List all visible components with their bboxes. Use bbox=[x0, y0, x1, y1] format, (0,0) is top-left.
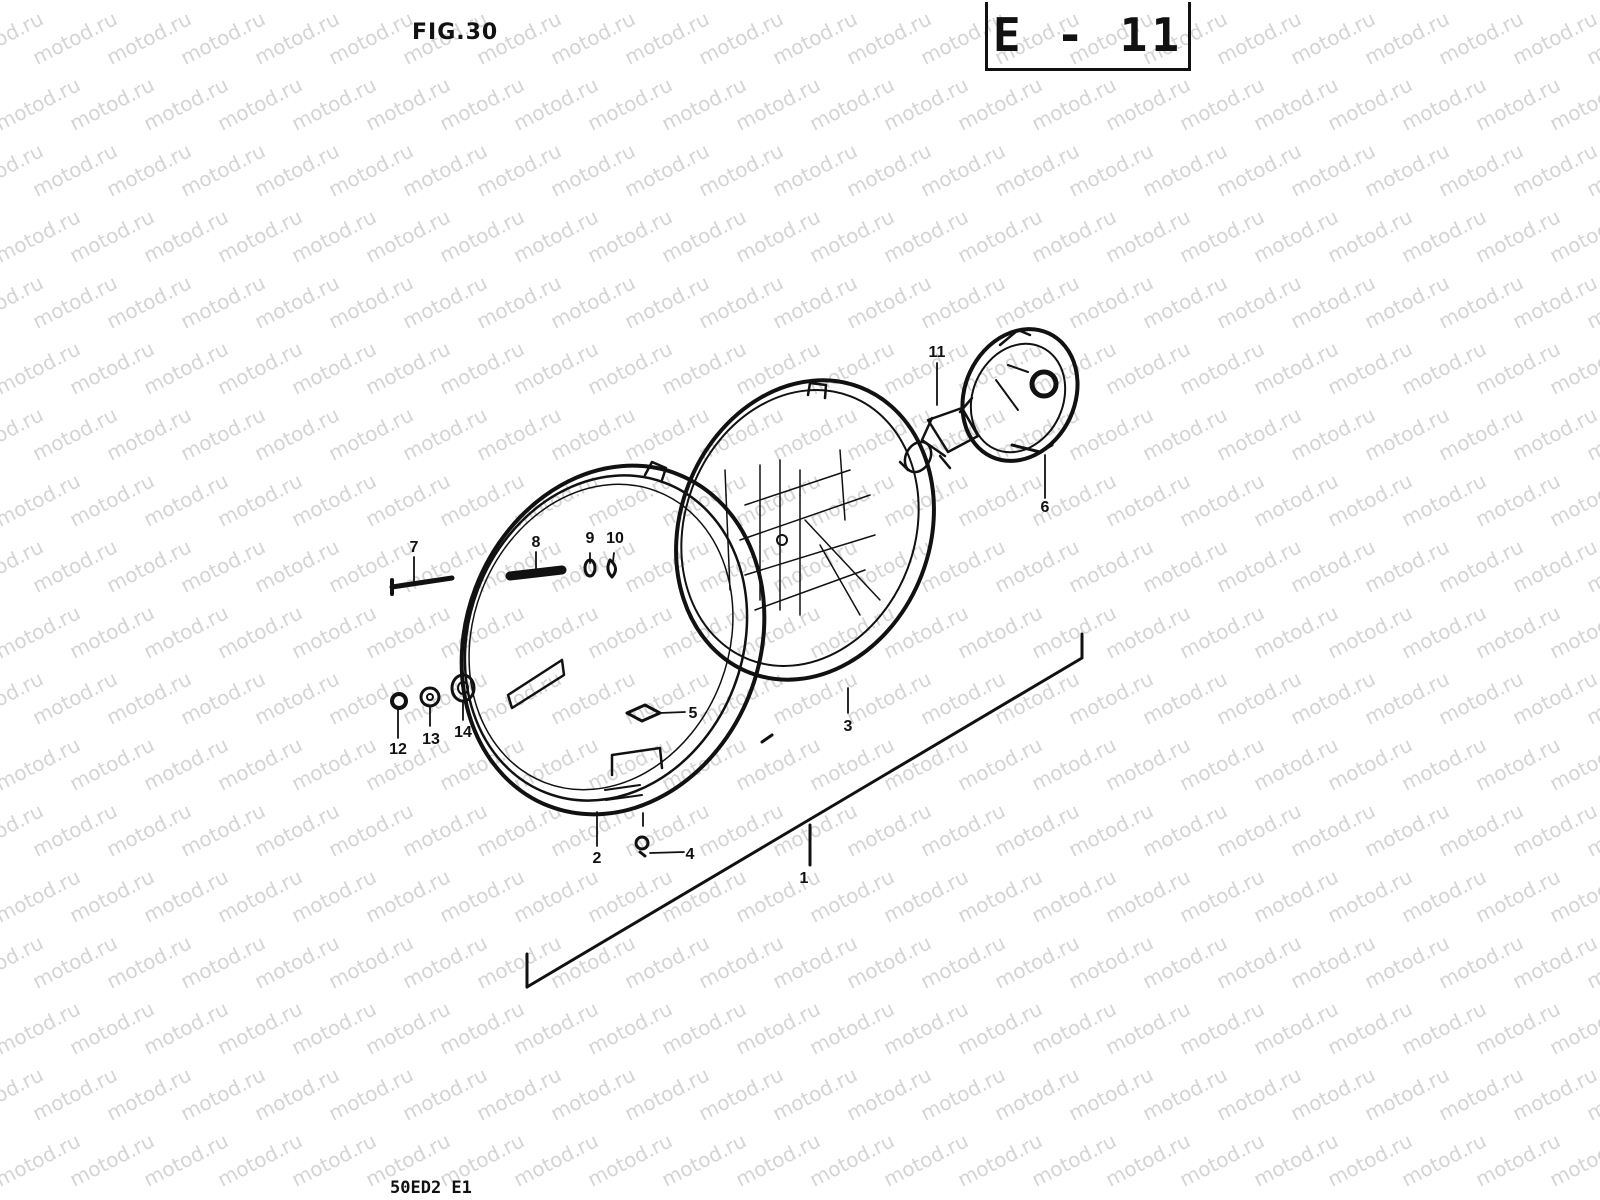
figure-label: FIG.30 bbox=[412, 20, 499, 45]
callout-7: 7 bbox=[410, 539, 419, 556]
halogen-bulb-icon bbox=[898, 396, 980, 474]
callout-3: 3 bbox=[844, 718, 853, 735]
callout-14: 14 bbox=[454, 724, 472, 741]
callout-5: 5 bbox=[689, 705, 698, 722]
callout-13: 13 bbox=[422, 731, 440, 748]
headlight-assembly-bracket-icon bbox=[525, 632, 1084, 989]
screw-icon bbox=[634, 835, 650, 858]
clip-icon bbox=[625, 703, 662, 723]
callout-4: 4 bbox=[686, 846, 695, 863]
callout-8: 8 bbox=[532, 534, 541, 551]
nut-icon bbox=[390, 692, 408, 710]
reference-code-box: E - 11 bbox=[985, 2, 1191, 71]
headlight-lens-unit-icon bbox=[674, 378, 936, 682]
bulb-socket-icon bbox=[960, 327, 1080, 463]
callout-2: 2 bbox=[593, 850, 602, 867]
long-screw-icon bbox=[389, 575, 455, 596]
callout-9: 9 bbox=[586, 530, 595, 547]
callout-1: 1 bbox=[800, 870, 809, 887]
callout-6: 6 bbox=[1041, 499, 1050, 516]
headlight-rim-icon bbox=[459, 460, 774, 817]
spring-icon bbox=[505, 565, 567, 581]
spring-washer-icon bbox=[606, 558, 617, 579]
callout-10: 10 bbox=[606, 530, 624, 547]
washer-icon bbox=[419, 686, 441, 708]
callout-11: 11 bbox=[929, 344, 946, 361]
callout-12: 12 bbox=[389, 741, 407, 758]
model-code: 50ED2 E1 bbox=[390, 1178, 472, 1198]
callout-numbers: 1 2 3 4 5 6 7 8 9 10 11 12 13 14 bbox=[389, 344, 1049, 887]
